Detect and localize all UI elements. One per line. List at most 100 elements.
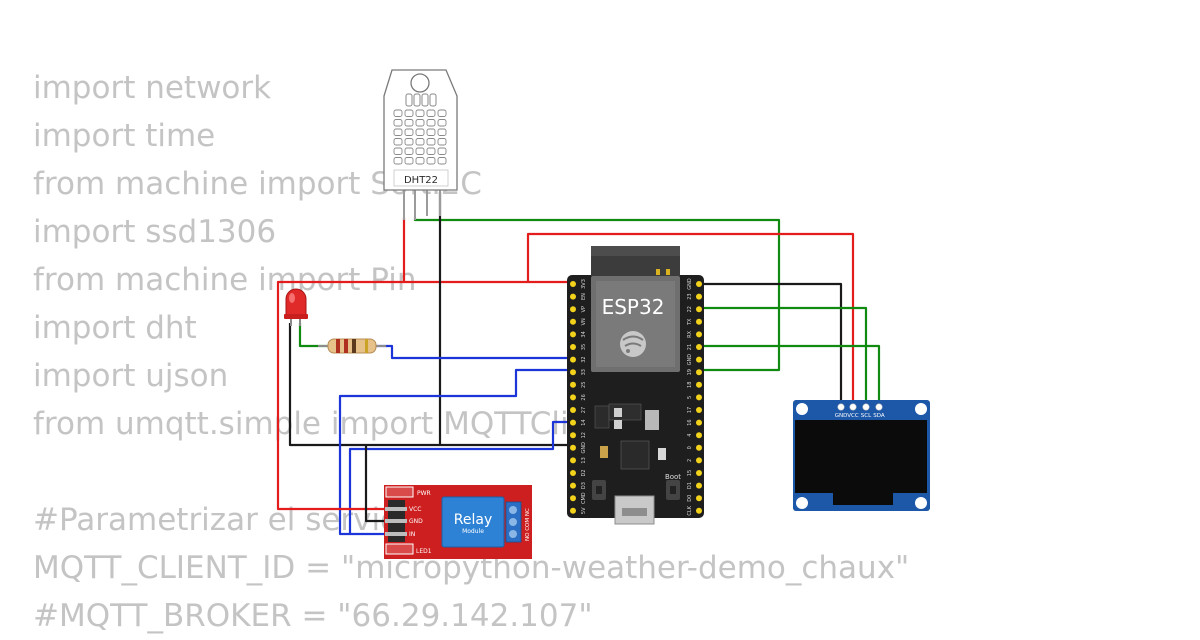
oled-pin[interactable] [849, 403, 857, 411]
esp32-pin-right[interactable] [696, 344, 702, 350]
wire-led-anode [298, 323, 328, 348]
esp32-pin-left[interactable] [570, 306, 576, 313]
esp32-pin-label: 2 [687, 459, 693, 462]
esp32-pin-right[interactable] [696, 318, 702, 325]
esp32-pin-label: 12 [581, 432, 587, 438]
wire-dht-vcc [402, 218, 573, 284]
relay-terminal-label: NO COM NC [525, 508, 531, 541]
code-line: import ujson [33, 358, 229, 394]
esp32-pin-label: 5V [581, 507, 587, 514]
esp32-pin-label: GND [581, 442, 587, 454]
esp32-pin-right[interactable] [696, 331, 702, 338]
esp32-pin-label: CMD [581, 492, 587, 504]
red-led[interactable] [284, 288, 308, 326]
esp32-pin-left[interactable] [570, 495, 576, 502]
oled-pin[interactable] [837, 403, 845, 411]
esp32-pin-right[interactable] [696, 281, 702, 287]
oled-pin[interactable] [862, 403, 870, 411]
esp32-pin-label: 3V3 [581, 279, 587, 289]
relay-title: Relay [454, 512, 492, 528]
esp32-pin-right[interactable] [696, 293, 702, 300]
esp32-pin-label: 21 [687, 344, 693, 350]
esp32-pin-right[interactable] [696, 356, 702, 363]
esp32-pin-left[interactable] [570, 444, 576, 451]
esp32-pin-left[interactable] [570, 381, 576, 388]
esp32-pin-label: 4 [687, 434, 693, 437]
esp32-pin-left[interactable] [570, 293, 576, 300]
resistor[interactable] [318, 338, 386, 354]
esp32-pin-right[interactable] [696, 306, 702, 313]
wire-relay-gnd [364, 445, 390, 523]
esp32-pin-right[interactable] [696, 407, 702, 413]
oled-pin-label: GND [835, 413, 848, 419]
wire-oled-scl [700, 306, 868, 407]
relay-pin[interactable] [385, 519, 407, 523]
esp32-pin-label: 14 [581, 419, 587, 425]
esp32-pin-label: 16 [687, 419, 693, 425]
esp32-pin-left[interactable] [570, 432, 576, 439]
esp32-pin-right[interactable] [696, 444, 702, 451]
relay-pin[interactable] [385, 532, 407, 536]
esp32-pin-label: 26 [581, 394, 587, 400]
esp32-pin-left[interactable] [570, 356, 576, 363]
esp32-pin-left[interactable] [570, 507, 576, 514]
esp32-pin-label: 15 [687, 470, 693, 476]
esp32-pin-right[interactable] [696, 381, 702, 388]
esp32-pin-right[interactable] [696, 495, 702, 502]
esp32-pin-left[interactable] [570, 281, 576, 287]
esp32-pin-left[interactable] [570, 482, 576, 489]
esp32-pin-right[interactable] [696, 457, 702, 464]
esp32-pin-right[interactable] [696, 369, 702, 376]
esp32-pin-right[interactable] [696, 507, 702, 514]
code-line: import dht [33, 310, 197, 346]
esp32-pin-left[interactable] [570, 407, 576, 413]
esp32-pin-label: 18 [687, 382, 693, 388]
esp32-pin-label: 34 [581, 331, 587, 337]
esp32-pin-left[interactable] [570, 394, 576, 401]
esp32-pin-left[interactable] [570, 470, 576, 476]
esp32-pin-label: CLK [687, 505, 693, 515]
boot-label: Boot [665, 473, 681, 481]
esp32-pin-right[interactable] [696, 394, 702, 401]
esp32-pin-right[interactable] [696, 482, 702, 489]
relay-subtitle: Module [462, 528, 484, 535]
wires [276, 192, 881, 536]
esp32-label: ESP32 [602, 295, 665, 319]
espressif-logo-icon [620, 331, 646, 357]
esp32-board[interactable]: ESP32 Boot 3V3ENVPVN343532332526271412GN… [567, 246, 704, 525]
code-line: import network [33, 70, 272, 106]
dht22-label: DHT22 [404, 175, 438, 186]
esp32-pin-label: 0 [687, 446, 693, 449]
esp32-pin-left[interactable] [570, 344, 576, 350]
esp32-pin-left[interactable] [570, 318, 576, 325]
esp32-pin-label: 22 [687, 306, 693, 312]
esp32-pin-right[interactable] [696, 470, 702, 476]
esp32-pin-right[interactable] [696, 419, 702, 426]
esp32-pin-right[interactable] [696, 432, 702, 439]
relay-pin[interactable] [385, 507, 407, 511]
wire-oled-sda [700, 344, 881, 407]
wire-relay-vcc [276, 280, 404, 511]
esp32-pin-left[interactable] [570, 457, 576, 464]
wire-oled-vcc [526, 232, 855, 407]
esp32-pin-left[interactable] [570, 419, 576, 426]
code-line: import ssd1306 [33, 214, 277, 250]
esp32-pin-label: RX [687, 330, 693, 337]
esp32-pin-label: D0 [687, 495, 693, 502]
wire-oled-gnd [700, 282, 843, 407]
esp32-pin-label: D3 [581, 482, 587, 489]
esp32-pin-label: 33 [581, 369, 587, 375]
esp32-pin-label: TX [687, 318, 693, 326]
code-line: from umqtt.simple import MQTTClient [33, 406, 620, 442]
esp32-pin-left[interactable] [570, 331, 576, 338]
dht22-sensor[interactable]: DHT22 [383, 69, 458, 220]
esp32-pin-label: EN [581, 293, 587, 300]
esp32-pin-label: 17 [687, 407, 693, 413]
relay-pin-label: IN [409, 531, 415, 538]
esp32-pin-label: VP [581, 306, 587, 312]
oled-pin[interactable] [875, 403, 883, 411]
esp32-pin-label: 23 [687, 293, 693, 299]
esp32-pin-left[interactable] [570, 369, 576, 376]
